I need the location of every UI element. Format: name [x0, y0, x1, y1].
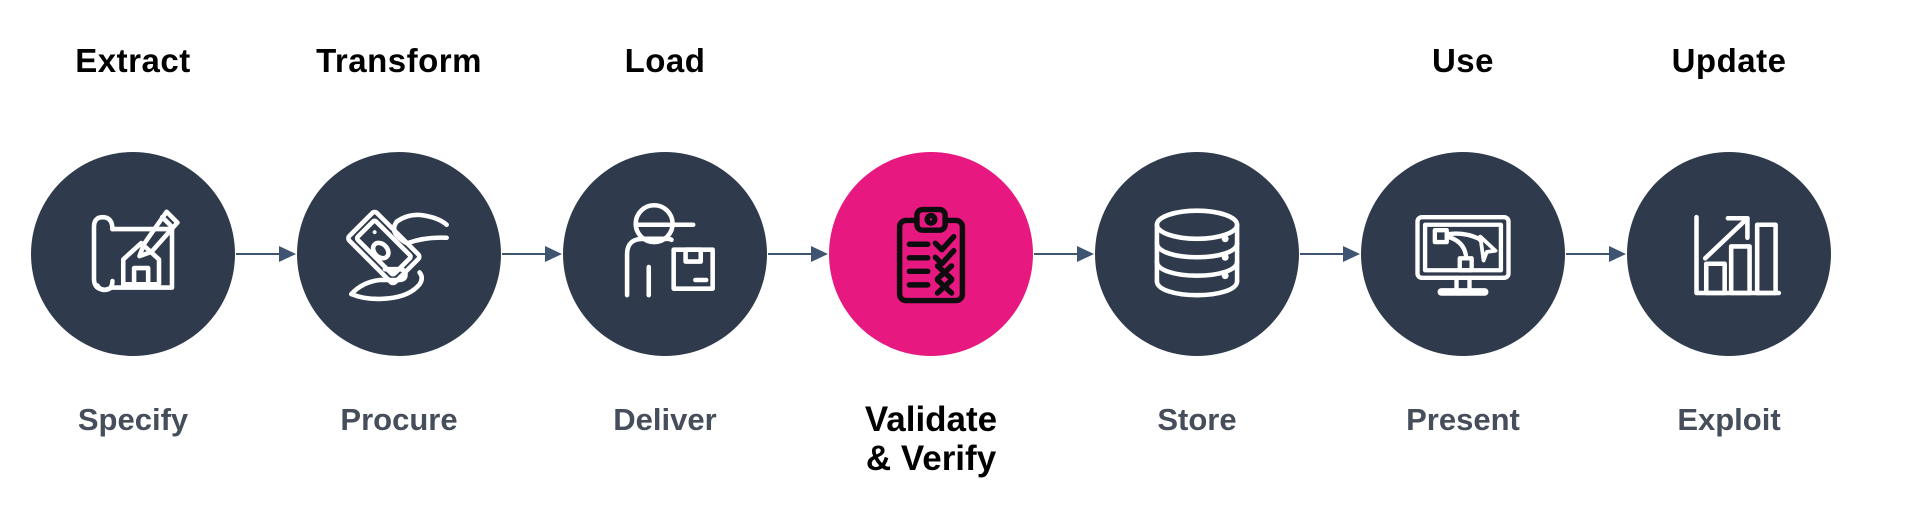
flow-arrow — [502, 245, 562, 262]
step-circle — [31, 152, 235, 356]
step-deliver: Load Deliver — [545, 0, 785, 514]
step-circle — [1095, 152, 1299, 356]
arrow-shaft — [236, 252, 279, 255]
arrow-shaft — [1300, 252, 1343, 255]
flow-arrow — [768, 245, 828, 262]
arrow-head-icon — [1609, 245, 1626, 262]
step-procure: Transform Procure — [279, 0, 519, 514]
arrow-shaft — [1034, 252, 1077, 255]
step-top-label: Transform — [316, 42, 482, 79]
step-bottom-label: Present — [1406, 402, 1520, 437]
step-top-label: Extract — [75, 42, 191, 79]
delivery-person-box-icon — [624, 202, 715, 298]
arrow-head-icon — [1343, 245, 1360, 262]
step-top-label: Update — [1671, 42, 1787, 79]
flow-arrow — [1034, 245, 1094, 262]
step-top-label: Use — [1431, 42, 1495, 79]
step-circle — [1361, 152, 1565, 356]
step-circle — [297, 152, 501, 356]
step-exploit: Update Exploit — [1609, 0, 1849, 514]
hand-giving-money-icon — [346, 209, 449, 302]
step-bottom-label: Exploit — [1677, 402, 1781, 437]
step-bottom-label: Specify — [77, 402, 189, 437]
step-bottom-label: Store — [1157, 402, 1237, 437]
flow-arrow — [1566, 245, 1626, 262]
step-circle — [829, 152, 1033, 356]
blueprint-house-pencil-icon — [91, 209, 180, 293]
step-top-label: Load — [624, 42, 706, 79]
clipboard-checklist-icon — [896, 206, 966, 304]
step-circle — [1627, 152, 1831, 356]
step-store: Store — [1077, 0, 1317, 514]
step-present: Use Present — [1343, 0, 1583, 514]
step-circle — [563, 152, 767, 356]
arrow-head-icon — [279, 245, 296, 262]
step-specify: Extract Specify — [13, 0, 253, 514]
step-bottom-label: Validate & Verify — [864, 400, 998, 478]
arrow-head-icon — [545, 245, 562, 262]
database-icon — [1154, 208, 1240, 298]
arrow-head-icon — [811, 245, 828, 262]
arrow-head-icon — [1077, 245, 1094, 262]
flow-arrow — [1300, 245, 1360, 262]
arrow-shaft — [1566, 252, 1609, 255]
monitor-bezier-cursor-icon — [1415, 215, 1511, 296]
flow-arrow — [236, 245, 296, 262]
arrow-shaft — [768, 252, 811, 255]
arrow-shaft — [502, 252, 545, 255]
step-validate-verify: Validate & Verify — [811, 0, 1051, 514]
step-bottom-label: Deliver — [613, 402, 717, 437]
step-bottom-label: Procure — [340, 402, 458, 437]
bar-chart-growth-icon — [1694, 214, 1782, 296]
